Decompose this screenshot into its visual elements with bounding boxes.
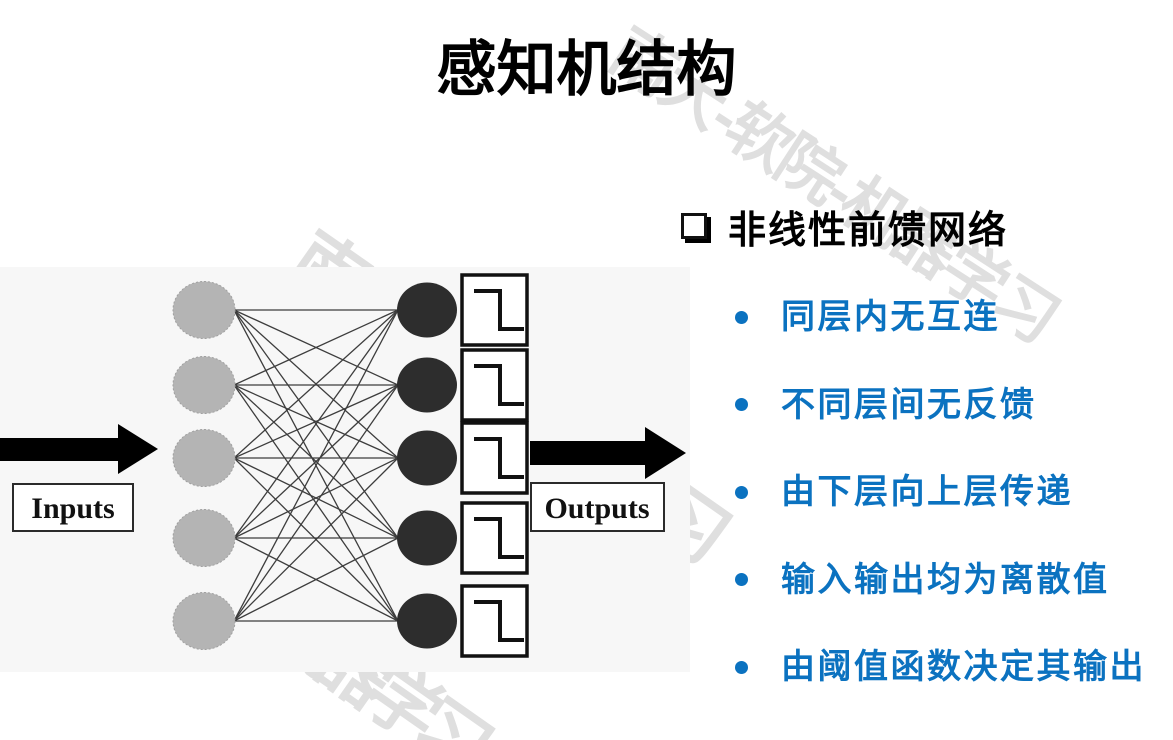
- list-item-text: 由阈值函数决定其输出: [781, 648, 1146, 686]
- input-node: [172, 429, 236, 487]
- step-function-icon: [474, 364, 524, 406]
- inputs-label-box: [12, 483, 134, 532]
- inputs-label: Inputs: [31, 492, 114, 525]
- threshold-box: [460, 501, 529, 575]
- step-function-icon: [474, 517, 524, 559]
- output-node: [397, 430, 457, 486]
- bullet-dot-icon: [735, 310, 748, 324]
- connection-line: [233, 537, 399, 622]
- output-node: [397, 510, 457, 566]
- outputs-label-box: [530, 482, 665, 532]
- list-item-text: 由下层向上层传递: [781, 473, 1073, 511]
- connection-line: [233, 457, 399, 539]
- connection-line: [233, 384, 399, 539]
- bullet-dot-icon: [735, 660, 748, 674]
- output-arrow-icon: [530, 427, 686, 479]
- diagram-background: [0, 267, 690, 672]
- connection-line: [233, 309, 399, 386]
- output-node: [397, 282, 457, 338]
- connection-line: [233, 457, 399, 622]
- input-node: [172, 592, 236, 650]
- connection-line: [233, 309, 399, 539]
- step-function-icon: [474, 289, 524, 331]
- outputs-label: Outputs: [544, 492, 649, 525]
- step-function-icon: [474, 600, 524, 642]
- threshold-box: [460, 421, 529, 495]
- list-item-text: 不同层间无反馈: [781, 385, 1037, 424]
- slide-title: 感知机结构: [436, 36, 737, 103]
- list-item: 由阈值函数决定其输出: [735, 647, 1146, 687]
- threshold-box: [460, 273, 529, 347]
- output-node: [397, 593, 457, 649]
- input-node: [172, 356, 236, 414]
- input-arrow-icon: [0, 424, 158, 474]
- connection-line: [233, 309, 399, 459]
- list-item-text: 输入输出均为离散值: [781, 560, 1110, 599]
- step-function-icon: [474, 437, 524, 479]
- input-node: [172, 509, 236, 567]
- list-item: 不同层间无反馈: [735, 385, 1037, 425]
- square-bullet-icon: [681, 213, 707, 239]
- list-item: 输入输出均为离散值: [735, 560, 1110, 600]
- connection-line: [233, 384, 399, 622]
- perceptron-diagram: Inputs Outputs: [0, 267, 690, 672]
- bullet-dot-icon: [735, 573, 748, 586]
- output-node: [397, 357, 457, 413]
- threshold-box: [460, 584, 529, 658]
- input-node: [172, 281, 236, 339]
- connection-line: [233, 384, 399, 459]
- bullet-dot-icon: [735, 398, 748, 411]
- threshold-box: [460, 348, 529, 422]
- connection-line: [233, 309, 399, 622]
- list-item: 由下层向上层传递: [735, 472, 1073, 512]
